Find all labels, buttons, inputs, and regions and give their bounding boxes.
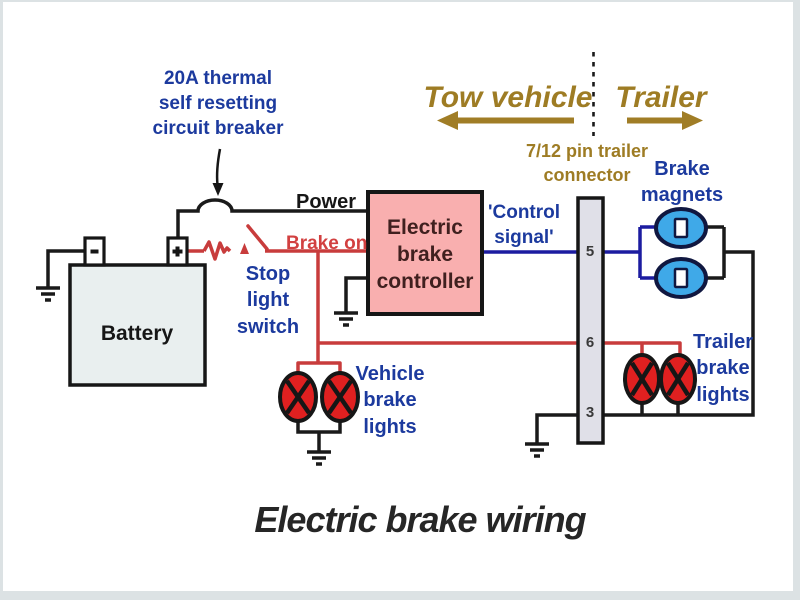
connector-pin-6: 6 xyxy=(585,334,595,351)
battery-negative-ground-wire xyxy=(46,249,85,287)
battery xyxy=(68,236,207,387)
controller-ground-icon xyxy=(334,311,358,327)
connector-label: 7/12 pin trailer connector xyxy=(525,141,649,185)
connector-pin-3: 3 xyxy=(585,404,595,421)
control-signal-label: 'Control signal' xyxy=(487,202,561,249)
vehicle-lights-ground-wire xyxy=(296,421,342,451)
battery-box xyxy=(68,263,207,387)
trailer-brake-lights xyxy=(623,353,697,405)
connector-pin-5: 5 xyxy=(585,243,595,260)
vehicle-lights-ground-icon xyxy=(307,450,331,466)
power-wire xyxy=(176,198,368,238)
vehicle-lights-bracket xyxy=(296,361,342,373)
controller-label: Electric brake controller xyxy=(376,216,474,293)
vehicle-brake-lights-label: Vehicle brake lights xyxy=(355,363,425,438)
breaker-pointer-arrow xyxy=(212,148,224,196)
ground-and-power-wires xyxy=(46,198,755,451)
flex-wire-squiggle xyxy=(202,240,232,261)
brake-magnets xyxy=(654,207,708,299)
stop-light-switch-label: Stop light switch xyxy=(236,263,300,338)
controller-box xyxy=(366,190,484,316)
controller-ground-wire xyxy=(344,276,368,312)
arrow-down-icon xyxy=(212,183,224,196)
region-arrows xyxy=(437,111,703,130)
circuit-breaker-line2: self resetting xyxy=(158,93,278,115)
brake-magnets-label: Brake magnets xyxy=(640,158,724,207)
switch-contact-icon xyxy=(240,243,249,254)
arrow-right-icon xyxy=(682,111,703,130)
trailer-arrow-shaft xyxy=(627,117,685,124)
trailer-brake-lights-label: Trailer brake lights xyxy=(692,331,754,406)
circuit-breaker-label: 20A thermal self resetting circuit break… xyxy=(153,66,284,141)
tow-vehicle-label: Tow vehicle xyxy=(423,81,593,114)
ground-symbols xyxy=(36,286,549,466)
trailer-label: Trailer xyxy=(615,81,707,114)
trailer-ground-icon xyxy=(525,442,549,458)
brake-on-label: Brake on xyxy=(286,233,368,254)
control-signal-wire xyxy=(482,225,657,280)
trailer-return-wire xyxy=(535,225,755,443)
tow-vehicle-arrow-shaft xyxy=(454,117,574,124)
diagram-title: Electric brake wiring xyxy=(254,499,586,540)
plus-icon-vertical xyxy=(175,246,180,257)
control-signal-wires xyxy=(482,225,657,280)
brake-circuit-wires xyxy=(187,224,682,373)
connector-bar xyxy=(576,196,605,445)
power-label: Power xyxy=(296,191,357,213)
battery-label: Battery xyxy=(100,322,174,345)
minus-icon xyxy=(90,249,99,254)
circuit-breaker-line1: 20A thermal xyxy=(163,68,273,89)
switch-blade xyxy=(246,224,269,251)
circuit-breaker-line3: circuit breaker xyxy=(152,118,284,140)
battery-ground-icon xyxy=(36,286,60,302)
arrow-left-icon xyxy=(437,111,458,130)
vehicle-brake-lights xyxy=(278,371,360,423)
